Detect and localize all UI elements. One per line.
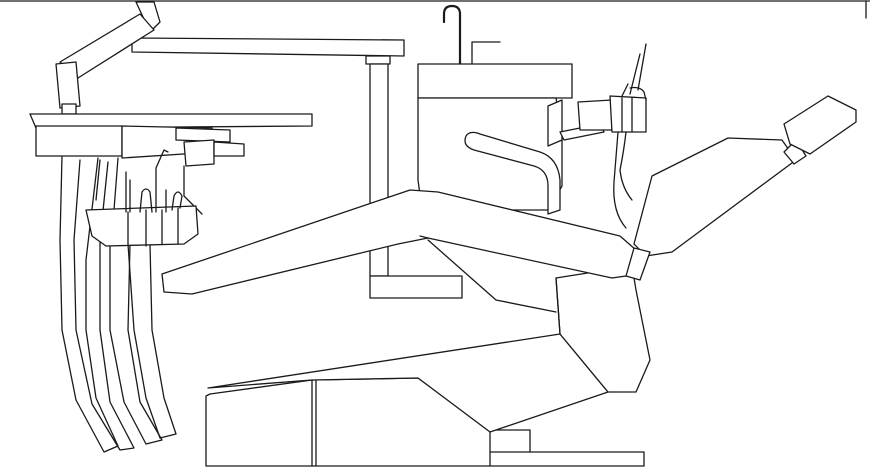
cuspidor-unit [418, 6, 604, 214]
instrument-table [30, 114, 312, 214]
assistant-instrument-holder [578, 44, 646, 228]
chair-base [206, 378, 644, 466]
chair-headrest [784, 96, 856, 164]
chair-backrest [626, 138, 796, 280]
frame-border [0, 1, 870, 18]
overhead-arm [56, 2, 404, 114]
doctor-instrument-holder [86, 150, 198, 246]
hanging-hoses [60, 156, 176, 452]
